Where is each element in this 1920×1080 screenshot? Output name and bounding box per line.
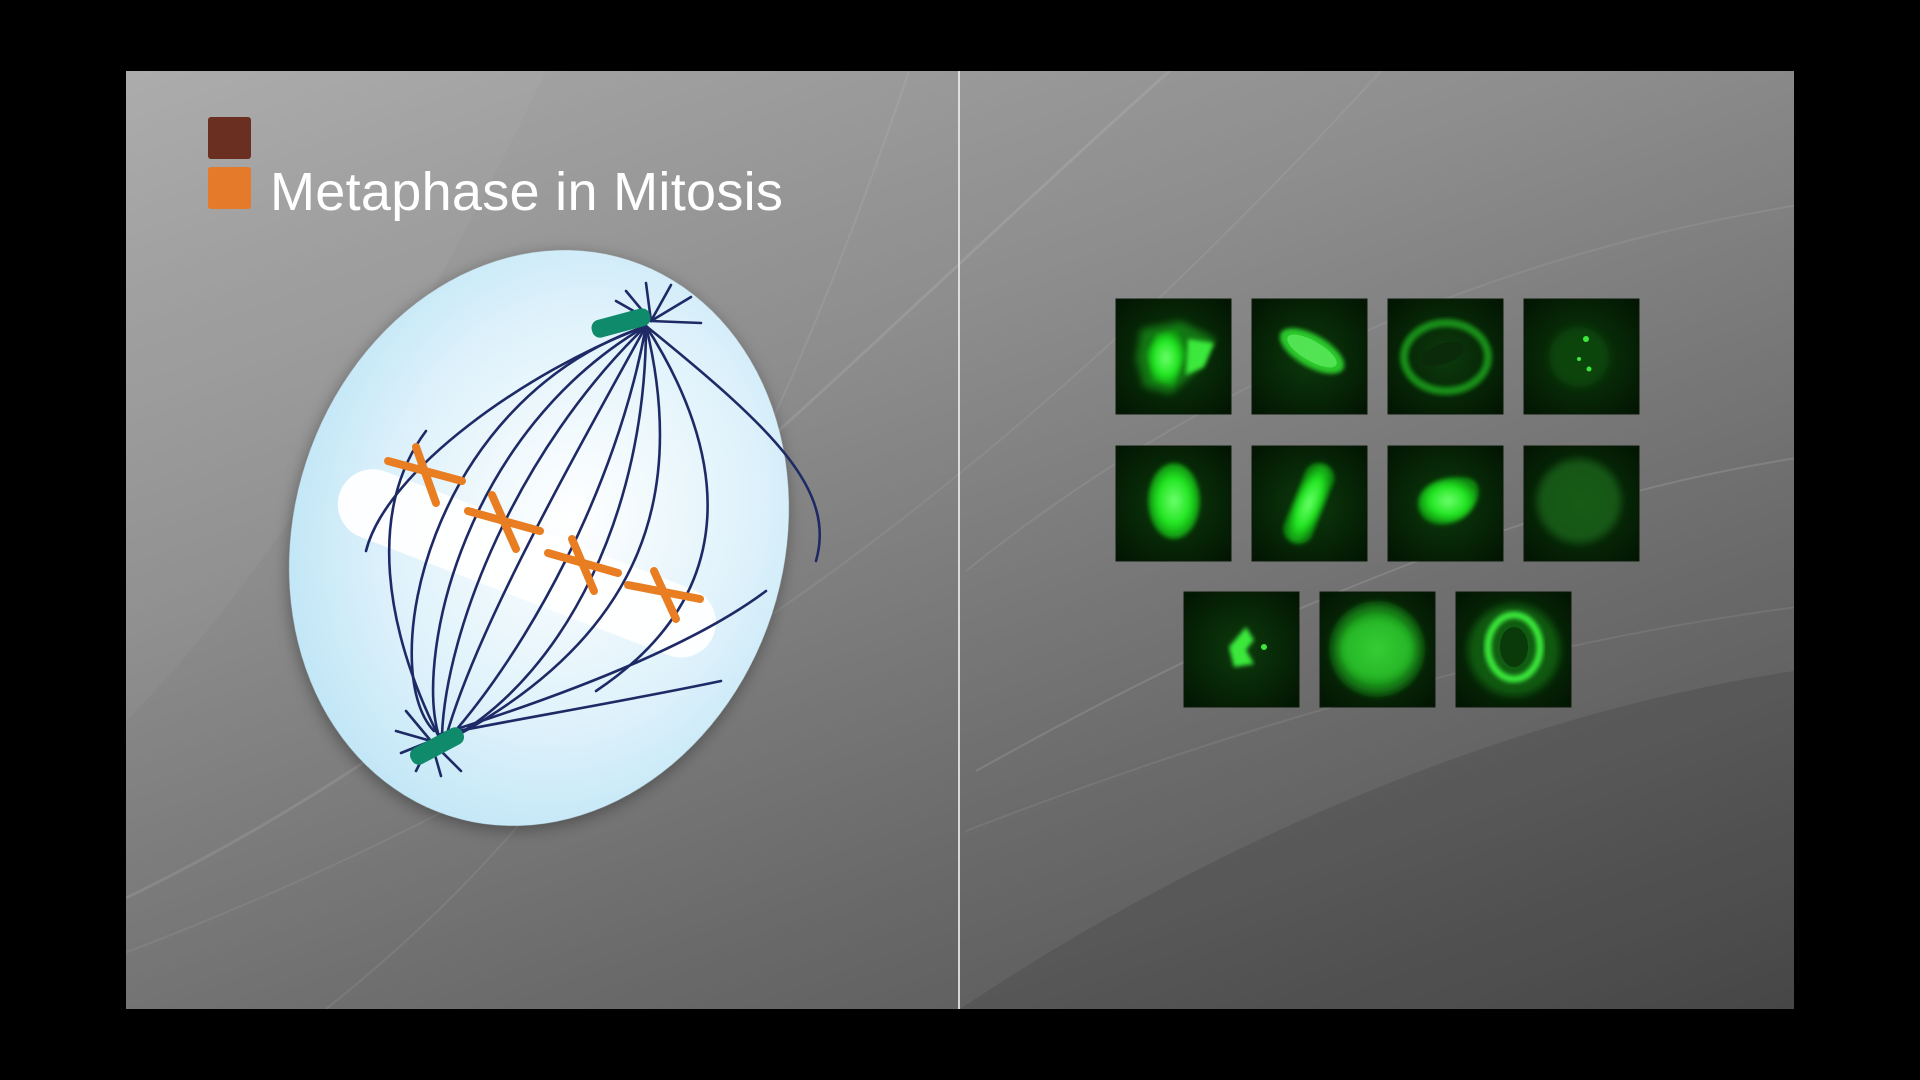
micrograph-tile-r2c4 — [1523, 445, 1640, 562]
title-accent-square-bottom — [208, 167, 251, 209]
centrosome-bottom — [409, 727, 465, 765]
slide: Metaphase in Mitosis — [126, 71, 1794, 1009]
micrograph-tile-r3c2 — [1319, 591, 1436, 708]
chromosome-1 — [384, 443, 466, 507]
micrograph-tile-r3c3 — [1455, 591, 1572, 708]
chromosome-3 — [544, 535, 622, 595]
metaphase-cell-diagram — [289, 250, 821, 826]
page-title: Metaphase in Mitosis — [270, 162, 784, 222]
centrosome-top — [591, 308, 651, 338]
micrograph-tile-r1c2 — [1251, 298, 1368, 415]
chromosomes — [384, 443, 704, 623]
title-accent-square-top — [208, 117, 251, 159]
micrograph-tile-r2c3 — [1387, 445, 1504, 562]
micrograph-tile-r1c3 — [1387, 298, 1504, 415]
chromosome-4 — [624, 567, 704, 623]
metaphase-plate — [337, 469, 716, 658]
chromosome-2 — [464, 491, 544, 553]
panel-divider — [958, 71, 960, 1009]
title-block: Metaphase in Mitosis — [208, 117, 908, 222]
micrograph-tile-r1c4 — [1523, 298, 1640, 415]
micrograph-tile-r3c1 — [1183, 591, 1300, 708]
micrograph-tile-r2c2 — [1251, 445, 1368, 562]
micrograph-tile-r1c1 — [1115, 298, 1232, 415]
micrograph-tile-r2c1 — [1115, 445, 1232, 562]
fluorescence-micrograph-grid — [1115, 298, 1640, 708]
